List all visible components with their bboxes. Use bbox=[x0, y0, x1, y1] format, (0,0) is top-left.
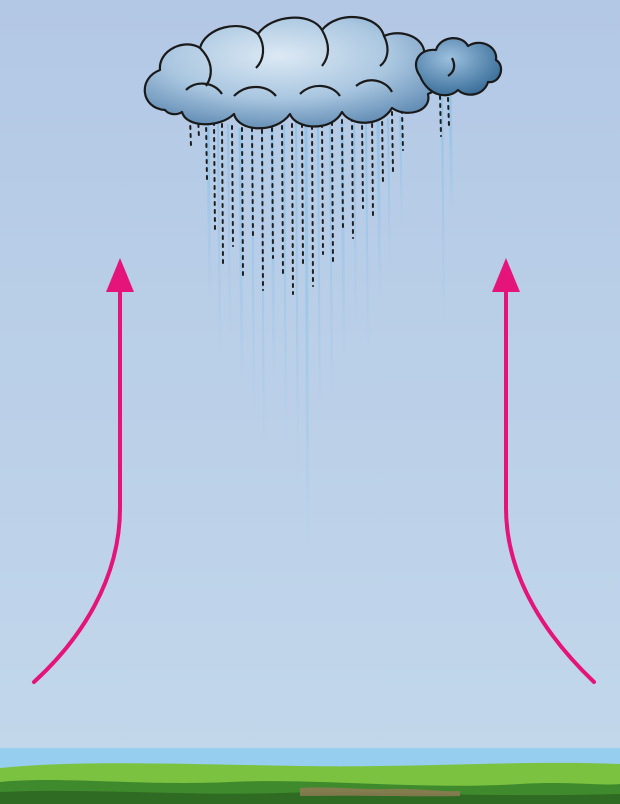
rain-streak bbox=[240, 128, 242, 388]
rain-drop-line bbox=[382, 114, 383, 184]
ground-strip bbox=[0, 763, 620, 804]
rain-drop-line bbox=[312, 126, 313, 286]
rain-streak bbox=[208, 120, 210, 300]
rain-drop-line bbox=[262, 130, 263, 290]
rain-streak bbox=[378, 120, 380, 300]
rain-streak bbox=[450, 96, 452, 216]
rain-streak bbox=[342, 122, 344, 362]
rain-streak bbox=[306, 126, 308, 556]
